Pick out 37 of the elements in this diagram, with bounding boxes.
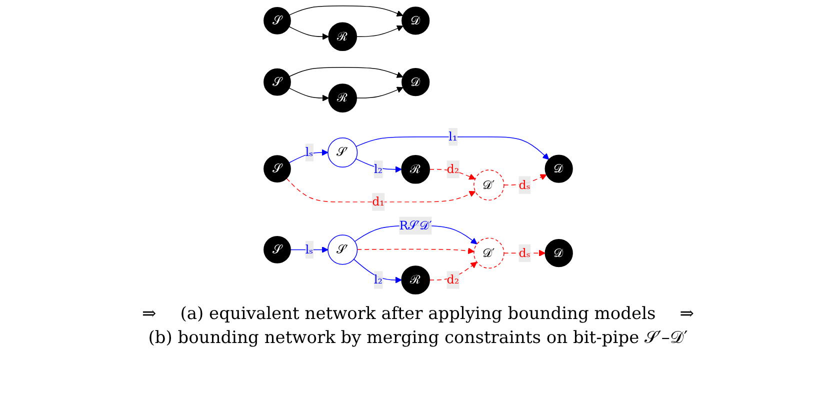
arrow	[355, 136, 549, 160]
arrow	[288, 26, 329, 40]
arrow	[503, 250, 546, 256]
network-diagram: l₁ lₛ l₂ d₂ dₛ d₁ R𝒮′𝒟′ lₛ dₛ l₂ d₂ 𝒮 𝒟 ℛ 𝒮 𝒟 ℛ 𝒮′ 𝒮 ℛ 𝒟 𝒟′ 𝒮 𝒮′ 𝒟′ 𝒟 ℛ	[258, 0, 578, 300]
arrow	[356, 248, 474, 254]
node-circle	[473, 238, 504, 269]
node-circle	[473, 170, 504, 200]
node-circle	[401, 68, 430, 96]
arrow	[286, 178, 476, 202]
panel-caption: (b) bounding network by merging constraints on bit-pipe 𝒮′–𝒟′	[148, 328, 688, 348]
node-circle	[328, 22, 357, 52]
node-circle	[327, 234, 358, 265]
arrow	[353, 258, 402, 284]
implication-arrow: ⇒	[142, 304, 156, 324]
node-circle	[327, 137, 358, 168]
node-circle	[263, 68, 291, 96]
node-circle	[401, 6, 430, 35]
arrow	[288, 6, 403, 17]
node-circle	[328, 84, 357, 112]
node-circle	[263, 6, 291, 34]
node-circle	[400, 154, 430, 184]
arrow	[429, 169, 476, 180]
arrow	[356, 25, 404, 37]
arrow	[288, 66, 403, 78]
node-circle	[263, 155, 291, 182]
arrow	[355, 158, 402, 173]
arrow	[356, 86, 404, 98]
node-circle	[544, 154, 573, 183]
node-circle	[544, 239, 573, 268]
panel-caption: (a) equivalent network after applying bounding models	[180, 304, 656, 324]
arrow	[290, 246, 328, 253]
node-circle	[263, 236, 291, 264]
arrow	[429, 262, 477, 280]
arrow	[288, 88, 329, 102]
arrow	[503, 174, 547, 186]
implication-arrow: ⇒	[680, 304, 694, 324]
node-circle	[400, 266, 430, 294]
